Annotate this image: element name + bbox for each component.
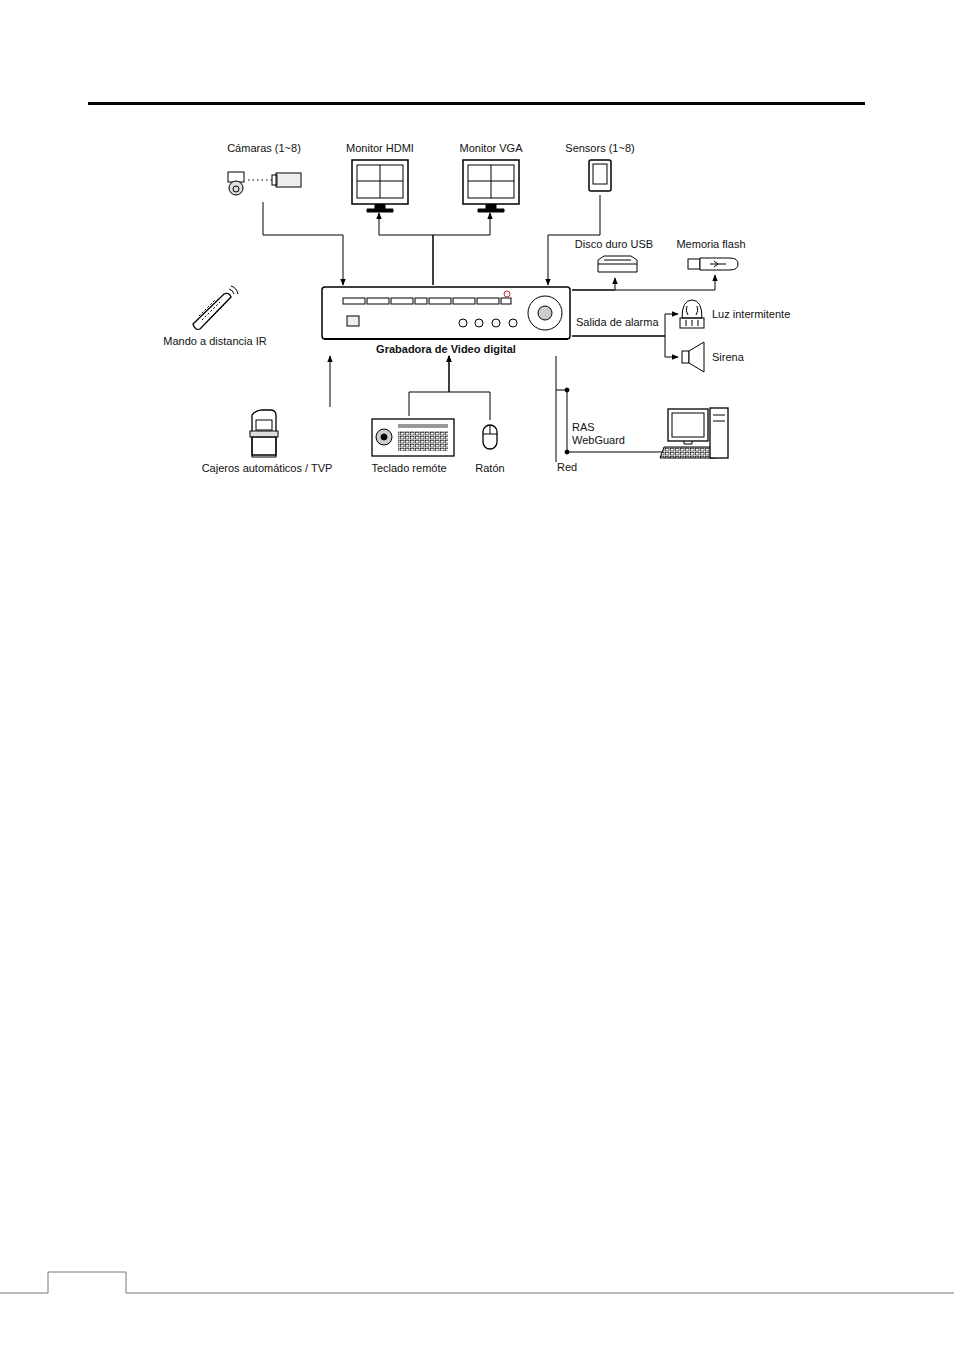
device-label: Teclado remóte <box>371 462 446 475</box>
device-node: Grabadora de Video digital <box>320 285 572 356</box>
device-label: Grabadora de Video digital <box>376 343 516 356</box>
footer-tab <box>0 1272 954 1293</box>
connector <box>330 356 331 407</box>
atm-icon <box>250 410 278 457</box>
connector <box>263 202 343 285</box>
device-node: Teclado remóte <box>366 416 452 475</box>
device-node: Cámaras (1~8) <box>220 142 308 202</box>
device-label: Mando a distancia IR <box>163 335 266 348</box>
flashing-light-icon <box>680 300 704 328</box>
device-node: Monitor HDMI <box>340 142 420 213</box>
ir-remote-icon <box>193 286 238 329</box>
device-label: Disco duro USB <box>575 238 653 251</box>
sensor-icon <box>589 160 611 191</box>
device-label: Memoria flash <box>676 238 745 251</box>
device-node: Ratón <box>470 420 510 475</box>
device-label: Ratón <box>475 462 504 475</box>
connector <box>409 356 449 416</box>
network-wire <box>556 356 662 462</box>
monitor-icon <box>463 160 519 212</box>
connector <box>572 314 678 336</box>
usb-disk-icon <box>598 256 637 272</box>
computer-icon <box>660 408 728 458</box>
monitor-icon <box>352 160 408 212</box>
device-node: Mando a distancia IR <box>155 282 275 348</box>
connector <box>572 275 715 290</box>
device-node: Luz intermitente <box>678 298 800 330</box>
edge-label: Salida de alarma <box>575 316 660 329</box>
camera-icon <box>228 172 301 195</box>
connector <box>433 213 490 285</box>
device-label: Cajeros automáticos / TVP <box>202 462 333 475</box>
device-node: Monitor VGA <box>451 142 531 213</box>
header-rule <box>88 102 865 105</box>
device-node: Cajeros automáticos / TVP <box>192 407 342 475</box>
device-node: Memoria flash <box>668 238 754 275</box>
device-label: Monitor HDMI <box>346 142 414 155</box>
device-node: Sirena <box>678 340 750 375</box>
connector <box>449 356 490 420</box>
flash-memory-icon <box>688 258 738 270</box>
network-label: Red <box>557 461 597 474</box>
device-label: Cámaras (1~8) <box>227 142 301 155</box>
dvr-unit <box>322 287 570 339</box>
keyboard-icon <box>372 419 454 456</box>
device-label: Sirena <box>712 351 744 364</box>
device-node: Disco duro USB <box>570 238 658 278</box>
siren-icon <box>682 342 704 372</box>
connector <box>379 213 433 285</box>
device-label: Monitor VGA <box>460 142 523 155</box>
network-label: RAS WebGuard <box>572 421 632 447</box>
connector <box>572 336 678 357</box>
device-label: Sensors (1~8) <box>565 142 634 155</box>
device-label: Luz intermitente <box>712 308 790 321</box>
device-node: Sensors (1~8) <box>560 142 640 195</box>
connector <box>572 278 615 290</box>
mouse-icon <box>483 425 497 449</box>
